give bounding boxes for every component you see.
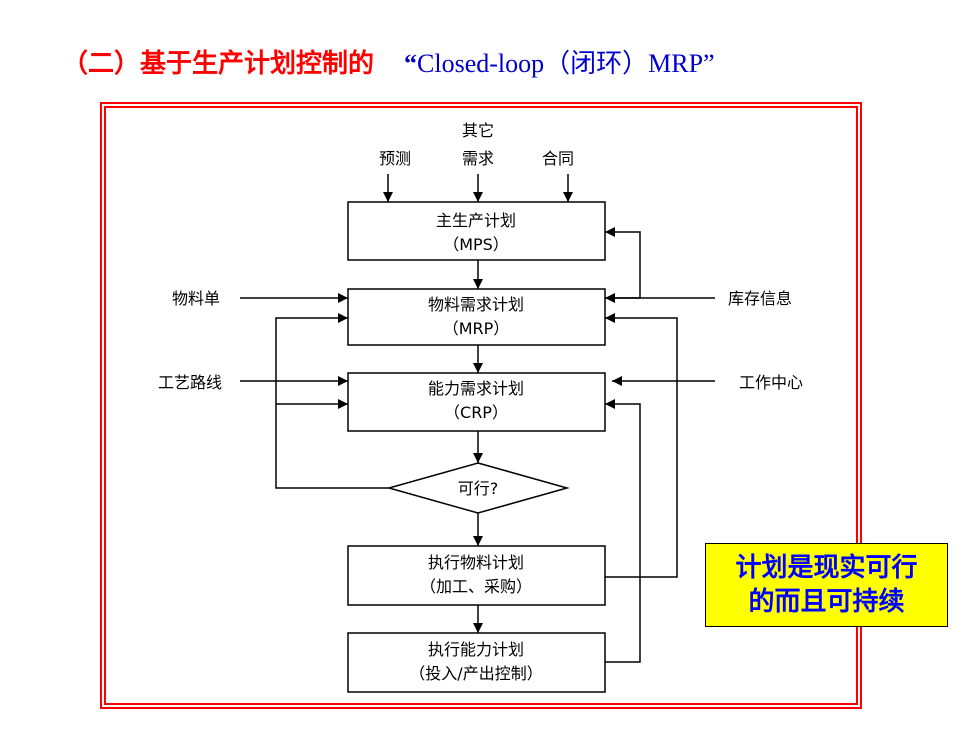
- callout-box: 计划是现实可行 的而且可持续: [705, 543, 948, 627]
- box-mps-line2: （MPS）: [443, 235, 509, 254]
- input-routing: 工艺路线: [158, 373, 222, 392]
- box-exec-material-line1: 执行物料计划: [428, 553, 524, 572]
- title-quote-close: ”: [703, 49, 715, 78]
- box-exec-capacity-line1: 执行能力计划: [428, 640, 524, 659]
- box-exec-material: [347, 545, 606, 606]
- input-work-center: 工作中心: [739, 373, 803, 392]
- input-bom: 物料单: [172, 289, 220, 308]
- feedback-to-mrp: [275, 313, 348, 404]
- callout-line1: 计划是现实可行: [735, 553, 918, 583]
- input-forecast: 预测: [379, 149, 411, 168]
- title-quote-open: “: [404, 49, 418, 78]
- input-contract: 合同: [542, 149, 574, 168]
- callout-line2: 的而且可持续: [748, 587, 905, 617]
- closed-loop-mrp-diagram: 其它 预测 需求 合同 主生产计划 （MPS） 物料需求计划 （MRP） 物料单…: [100, 102, 862, 709]
- frame-inner: [104, 106, 858, 705]
- feedback-exec-capacity-crp: [605, 399, 641, 663]
- box-crp: [347, 372, 606, 432]
- box-exec-material-line2: （加工、采购）: [420, 577, 532, 596]
- feedback-exec-material-mrp: [605, 313, 678, 578]
- box-exec-capacity: [347, 632, 606, 693]
- box-crp-line1: 能力需求计划: [428, 379, 524, 398]
- decision-label: 可行?: [458, 479, 499, 498]
- box-crp-line2: （CRP）: [444, 403, 508, 422]
- box-mps: [347, 201, 606, 261]
- input-demand: 需求: [462, 149, 494, 168]
- input-other: 其它: [462, 121, 494, 140]
- title-prefix: （二）基于生产计划控制的: [62, 49, 375, 79]
- feedback-decision-line: [275, 404, 389, 489]
- box-exec-capacity-line2: （投入/产出控制）: [409, 664, 542, 683]
- input-inventory: 库存信息: [728, 289, 792, 308]
- box-mrp-line2: （MRP）: [443, 319, 510, 338]
- box-mps-line1: 主生产计划: [436, 211, 516, 230]
- frame-outer: [100, 102, 862, 709]
- arrow-mrp-feedback-mps: [605, 227, 641, 299]
- title-main: Closed-loop（闭环）MRP: [417, 49, 704, 78]
- box-mrp-line1: 物料需求计划: [428, 295, 524, 314]
- page-title: （二）基于生产计划控制的 “Closed-loop（闭环）MRP”: [62, 44, 715, 84]
